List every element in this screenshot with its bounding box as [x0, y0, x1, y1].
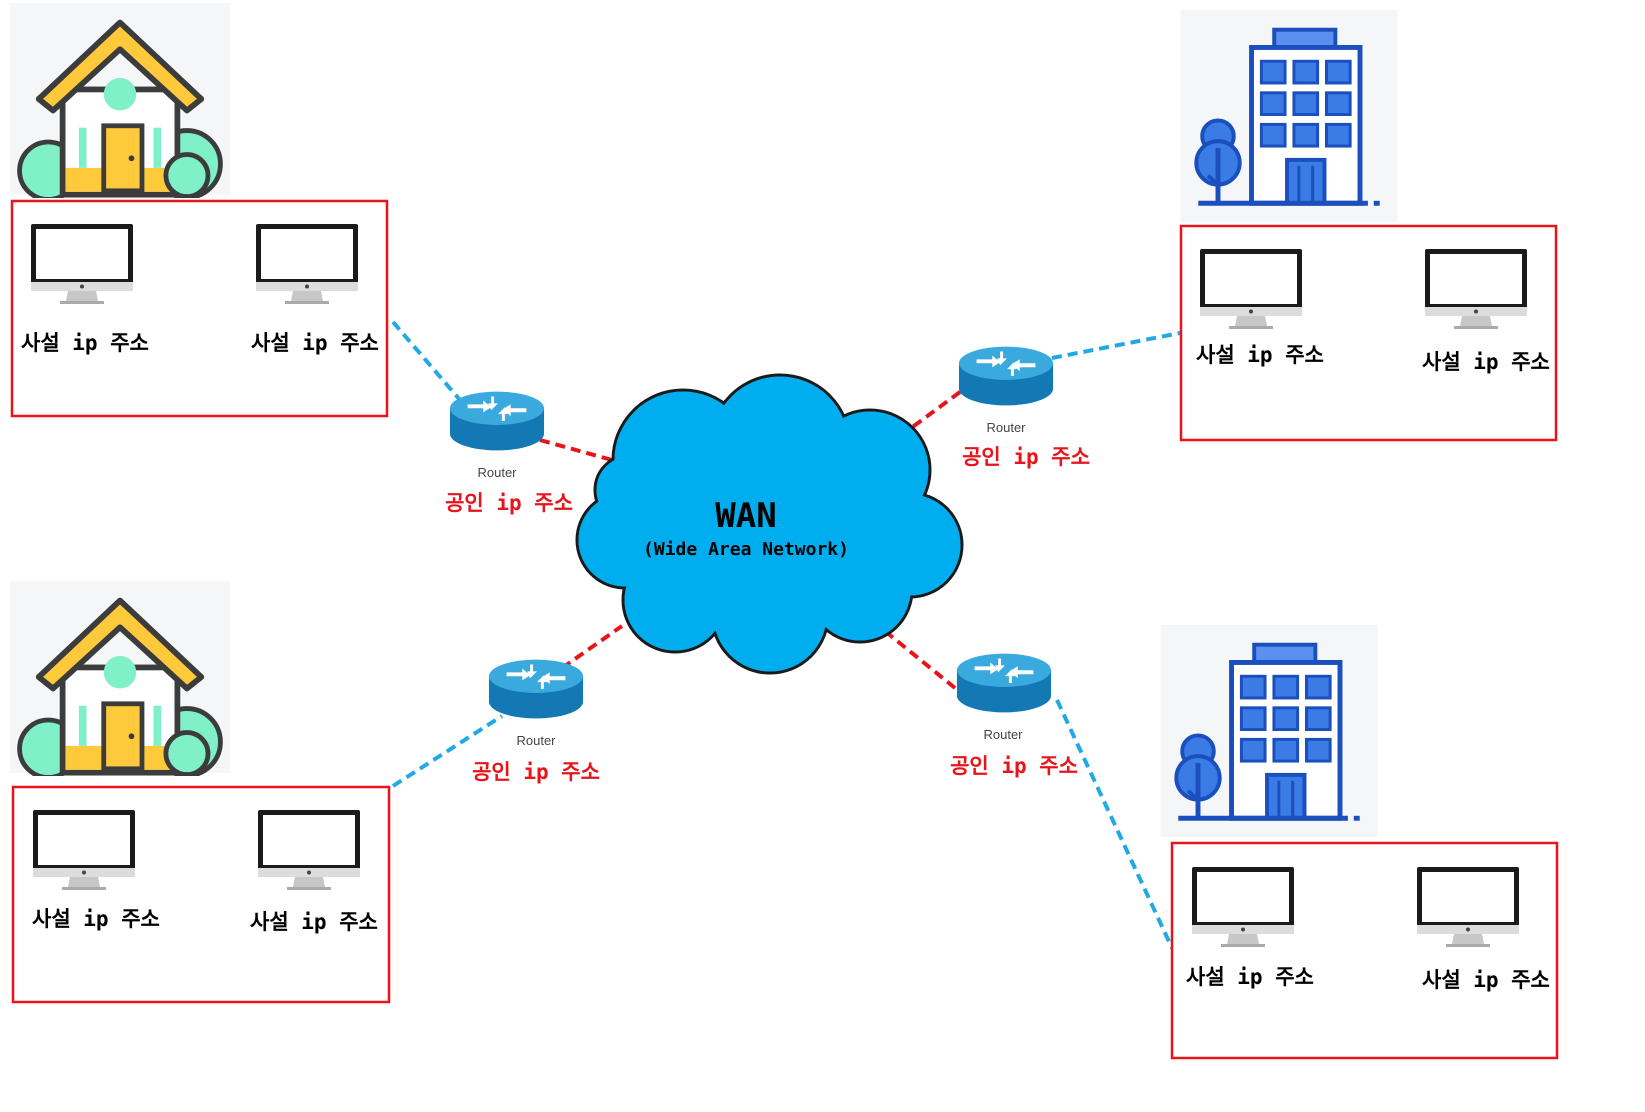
pc-private-ip-label: 사설 ip 주소: [1196, 343, 1324, 367]
router-name: Router: [477, 465, 517, 480]
wan-link-1: [539, 438, 613, 462]
lan-box: [1179, 224, 1558, 442]
desktop-monitor-icon: [1417, 867, 1519, 947]
pc-private-ip-label: 사설 ip 주소: [250, 910, 378, 934]
router-name: Router: [516, 733, 556, 748]
desktop-monitor-icon: [256, 224, 358, 304]
desktop-monitor-icon: [33, 810, 135, 890]
site-home-bottom-left: 사설 ip 주소 사설 ip 주소 Router 공인 ip 주소: [10, 581, 600, 1004]
lan-link-3: [391, 714, 504, 788]
router-public-ip-label: 공인 ip 주소: [445, 491, 573, 515]
lan-link-1: [391, 320, 462, 402]
pc-private-ip-label: 사설 ip 주소: [1186, 965, 1314, 989]
site-home-top-left: 사설 ip 주소 사설 ip 주소 Router 공인 ip 주소: [10, 3, 573, 515]
lan-box: [11, 785, 391, 1004]
lan-box: [1170, 841, 1559, 1060]
house-icon: [10, 3, 230, 199]
desktop-monitor-icon: [258, 810, 360, 890]
wan-link-4: [878, 625, 957, 690]
pc-private-ip-label: 사설 ip 주소: [251, 331, 379, 355]
pc-private-ip-label: 사설 ip 주소: [1422, 350, 1550, 374]
router-public-ip-label: 공인 ip 주소: [950, 754, 1078, 778]
house-icon: [10, 581, 230, 777]
router-icon: [956, 653, 1052, 713]
lan-box: [10, 199, 389, 418]
router-public-ip-label: 공인 ip 주소: [472, 760, 600, 784]
pc-private-ip-label: 사설 ip 주소: [21, 331, 149, 355]
router-icon: [958, 346, 1054, 406]
pc-private-ip-label: 사설 ip 주소: [1422, 968, 1550, 992]
router-icon: [449, 391, 545, 451]
router-name: Router: [986, 420, 1026, 435]
wan-cloud: WAN (Wide Area Network): [575, 373, 964, 675]
router-name: Router: [983, 727, 1023, 742]
router-public-ip-label: 공인 ip 주소: [962, 445, 1090, 469]
wan-link-2: [901, 390, 962, 436]
site-office-bottom-right: 사설 ip 주소 사설 ip 주소 Router 공인 ip 주소: [950, 625, 1559, 1060]
pc-private-ip-label: 사설 ip 주소: [32, 907, 160, 931]
desktop-monitor-icon: [1425, 249, 1527, 329]
office-building-icon: [1181, 10, 1398, 222]
site-office-top-right: 사설 ip 주소 사설 ip 주소 Router 공인 ip 주소: [958, 10, 1558, 469]
wan-title: WAN: [715, 496, 776, 536]
wan-subtitle: (Wide Area Network): [643, 539, 849, 560]
desktop-monitor-icon: [1200, 249, 1302, 329]
desktop-monitor-icon: [1192, 867, 1294, 947]
lan-link-2: [1051, 331, 1181, 360]
router-icon: [488, 659, 584, 719]
lan-link-4: [1055, 699, 1174, 949]
desktop-monitor-icon: [31, 224, 133, 304]
wan-link-3: [560, 624, 624, 670]
office-building-icon: [1161, 625, 1378, 837]
